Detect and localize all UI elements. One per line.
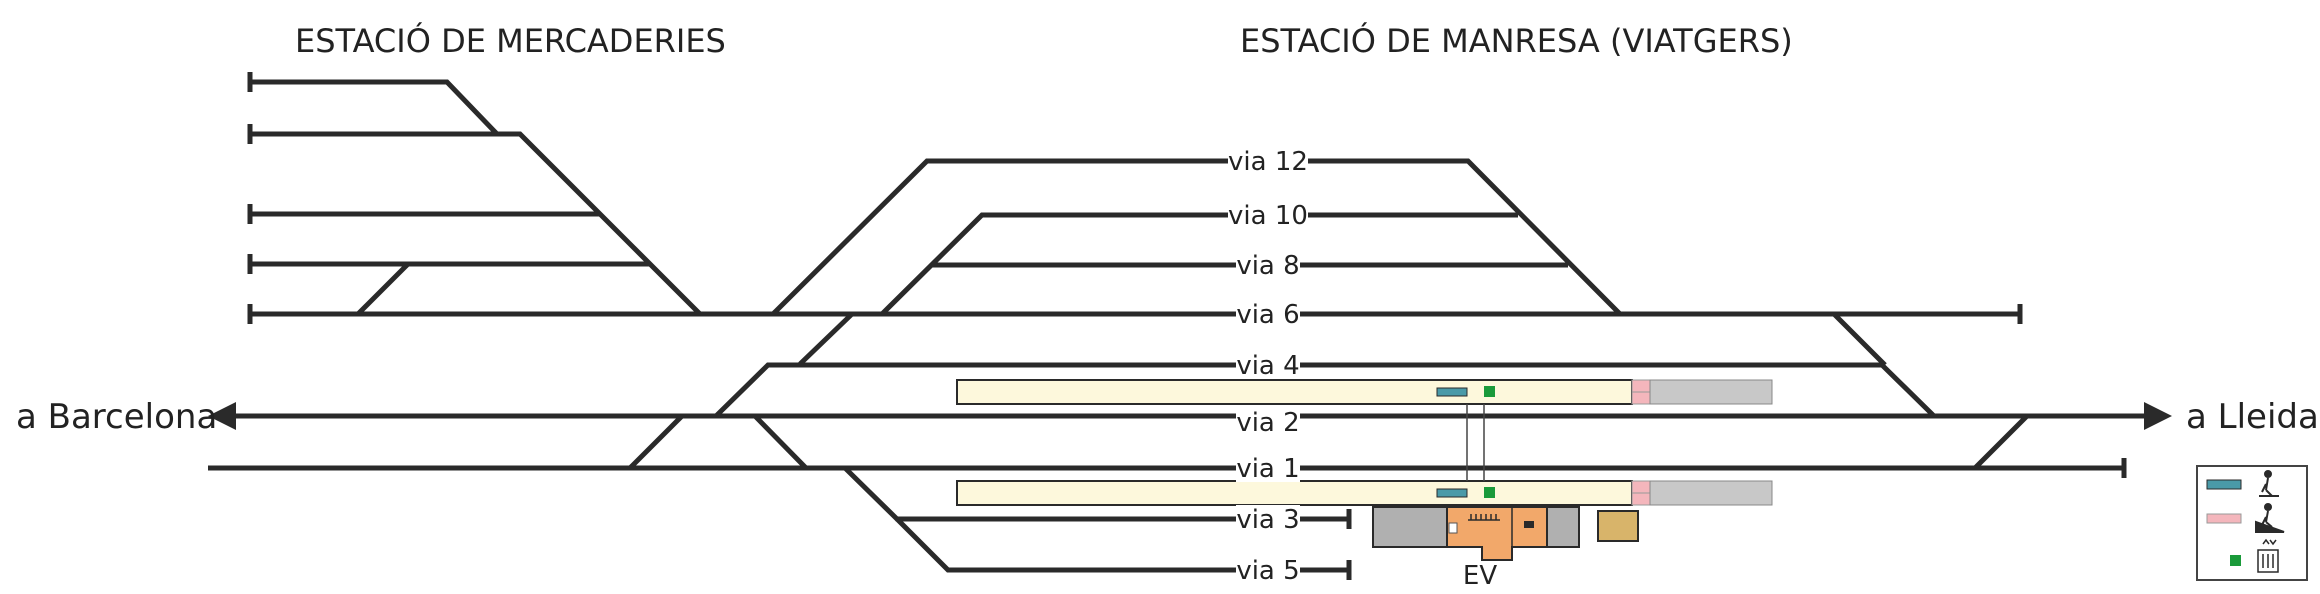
crossover-via2-via1 [753,414,808,470]
direction-barcelona: a Barcelona [16,397,217,437]
stairs-walkway-icon [1436,387,1468,397]
elevator-icon [1484,487,1495,498]
ticket-counter-icon [1468,514,1500,521]
elevator-cabin-icon [2257,538,2279,573]
arrow-left-icon [208,402,236,430]
legend-elevator-swatch [2230,555,2241,566]
legend-ramp-swatch [2206,513,2242,524]
freight-station-title: ESTACIÓ DE MERCADERIES [295,21,726,60]
legend-stairs-swatch [2206,479,2242,490]
station-building [1372,506,1639,561]
crossover-via6-via4 [1832,312,1887,367]
arrow-right-icon [2144,402,2172,430]
platform-lower [956,480,1633,506]
track-labels: via 12 via 10 via 8 via 6 via 4 via 2 vi… [1228,147,1308,586]
label-via-6: via 6 [1236,300,1299,330]
platform-upper [956,379,1633,405]
track-via-10 [880,212,1518,316]
person-stairs-icon [2259,470,2279,497]
label-via-10: via 10 [1228,201,1308,231]
platforms [956,379,1773,506]
freight-siding-1 [250,79,499,136]
passenger-tracks [208,158,2172,580]
building-wing-left [1372,506,1448,548]
label-via-5: via 5 [1236,556,1299,586]
crossover-via4-via6 [798,312,854,366]
label-via-8: via 8 [1236,251,1299,281]
crossover-via1-via2 [628,414,684,470]
building-main-hall [1446,506,1548,561]
label-via-12: via 12 [1228,147,1308,177]
label-via-1: via 1 [1236,454,1299,484]
track-via-12 [771,158,1622,316]
track-via-5 [895,517,1349,573]
freight-yard-tracks [247,72,702,316]
platform-lower-end [1649,480,1773,506]
passenger-station-title: ESTACIÓ DE MANRESA (VIATGERS) [1240,21,1793,60]
elevator-icon [1484,386,1495,397]
cafe-icon [1524,521,1534,528]
label-via-3: via 3 [1236,505,1299,535]
ticket-machine-icon [1448,522,1458,534]
label-via-2: via 2 [1236,408,1299,438]
label-via-4: via 4 [1236,351,1299,381]
platform-upper-end [1649,379,1773,405]
crossover-via1-via2-east [1973,414,2029,470]
legend [2196,465,2308,581]
stairs-walkway-icon [1436,488,1468,498]
track-via-4 [714,362,1936,418]
person-ramp-icon [2255,503,2285,533]
freight-crossover [356,262,410,316]
freight-siding-2 [250,131,702,316]
building-wing-right [1546,506,1580,548]
station-building-label: EV [1463,561,1497,591]
annex-building [1597,510,1639,542]
direction-lleida: a Lleida [2186,397,2319,437]
